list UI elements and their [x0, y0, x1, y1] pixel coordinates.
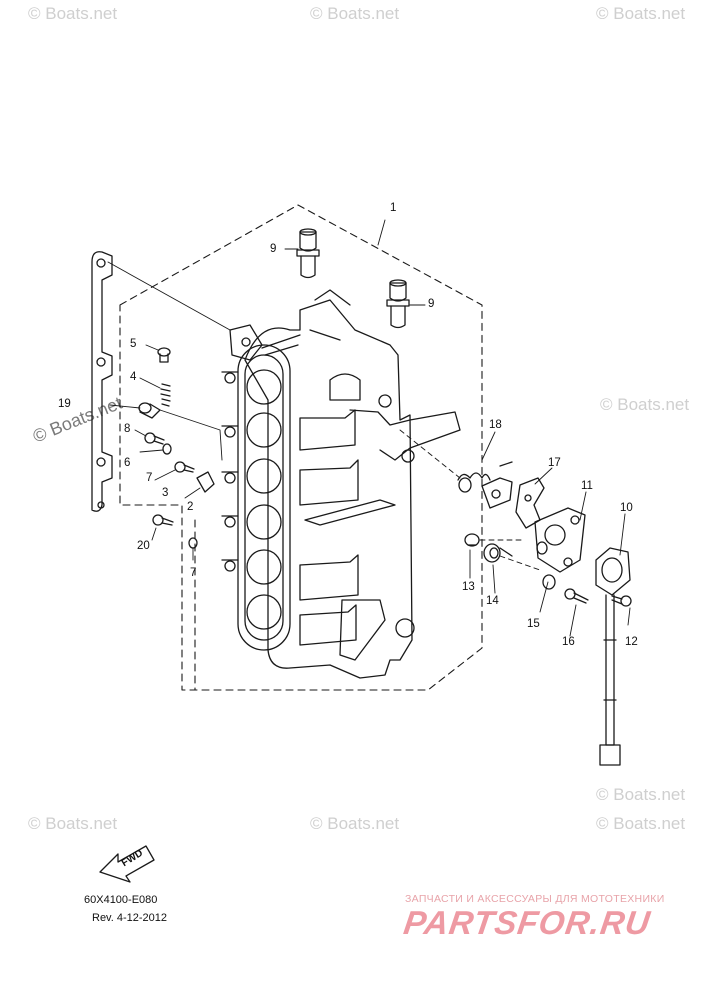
screw-part-3 [174, 461, 195, 473]
callout-16[interactable]: 16 [562, 636, 575, 648]
callout-14[interactable]: 14 [486, 595, 499, 607]
oring-part-15 [536, 541, 556, 590]
screw-part-6 [144, 432, 165, 445]
bracket-part-11 [534, 507, 586, 573]
screw-part-5 [157, 347, 171, 363]
screw-part-12 [611, 595, 632, 607]
nipple-part-9b [386, 279, 410, 329]
fwd-arrow-icon [99, 845, 155, 883]
callout-7b[interactable]: 7 [190, 567, 197, 579]
callout-10[interactable]: 10 [620, 502, 633, 514]
revision-date: Rev. 4-12-2012 [92, 912, 168, 924]
watermark: © Boats.net [596, 785, 686, 804]
washer-part-7b [188, 537, 198, 549]
clip-part-2 [196, 471, 215, 493]
callout-5[interactable]: 5 [130, 338, 137, 350]
washer-part-7a [162, 443, 172, 455]
watermark: © Boats.net [310, 814, 400, 833]
callout-3[interactable]: 3 [162, 487, 169, 499]
callout-6[interactable]: 6 [124, 457, 131, 469]
callout-7a[interactable]: 7 [146, 472, 153, 484]
screw-part-16 [564, 588, 589, 604]
watermark: © Boats.net [600, 395, 690, 414]
diagram-code: 60X4100-E080 [84, 894, 158, 906]
dashed-guides [399, 429, 541, 571]
spring-part-18 [457, 472, 491, 493]
watermark: © Boats.net [310, 4, 400, 23]
lever-part-18b [481, 461, 513, 509]
bracket-part-19 [91, 251, 113, 512]
callout-12[interactable]: 12 [625, 636, 638, 648]
callout-2[interactable]: 2 [187, 501, 194, 513]
spring-part-4 [160, 383, 171, 407]
main-body [221, 289, 461, 679]
callout-13[interactable]: 13 [462, 581, 475, 593]
brand-logo: PARTSFOR.RU [401, 904, 653, 941]
leader-lines [107, 219, 631, 637]
callout-1[interactable]: 1 [390, 202, 397, 214]
assembly-outline [119, 204, 483, 691]
callout-8[interactable]: 8 [124, 423, 131, 435]
callout-9b[interactable]: 9 [428, 298, 435, 310]
callout-18[interactable]: 18 [489, 419, 502, 431]
watermark: © Boats.net [28, 4, 118, 23]
callout-4[interactable]: 4 [130, 371, 137, 383]
callout-9a[interactable]: 9 [270, 243, 277, 255]
callout-15[interactable]: 15 [527, 618, 540, 630]
watermark: © Boats.net [28, 814, 118, 833]
brand-tagline: ЗАПЧАСТИ И АКСЕССУАРЫ ДЛЯ МОТОТЕХНИКИ [405, 893, 665, 905]
bushing-part-14 [483, 543, 513, 563]
callout-19[interactable]: 19 [58, 398, 71, 410]
screw-part-20 [152, 514, 174, 526]
watermark: © Boats.net [596, 814, 686, 833]
callout-17[interactable]: 17 [548, 457, 561, 469]
cam-part-17 [515, 477, 545, 529]
plunger-part-8 [138, 402, 161, 419]
callout-11[interactable]: 11 [581, 480, 593, 492]
plug-part-13 [464, 533, 480, 547]
sensor-part-10 [595, 547, 631, 766]
watermark: © Boats.net [596, 4, 686, 23]
nipple-part-9a [296, 228, 320, 279]
callout-20[interactable]: 20 [137, 540, 150, 552]
